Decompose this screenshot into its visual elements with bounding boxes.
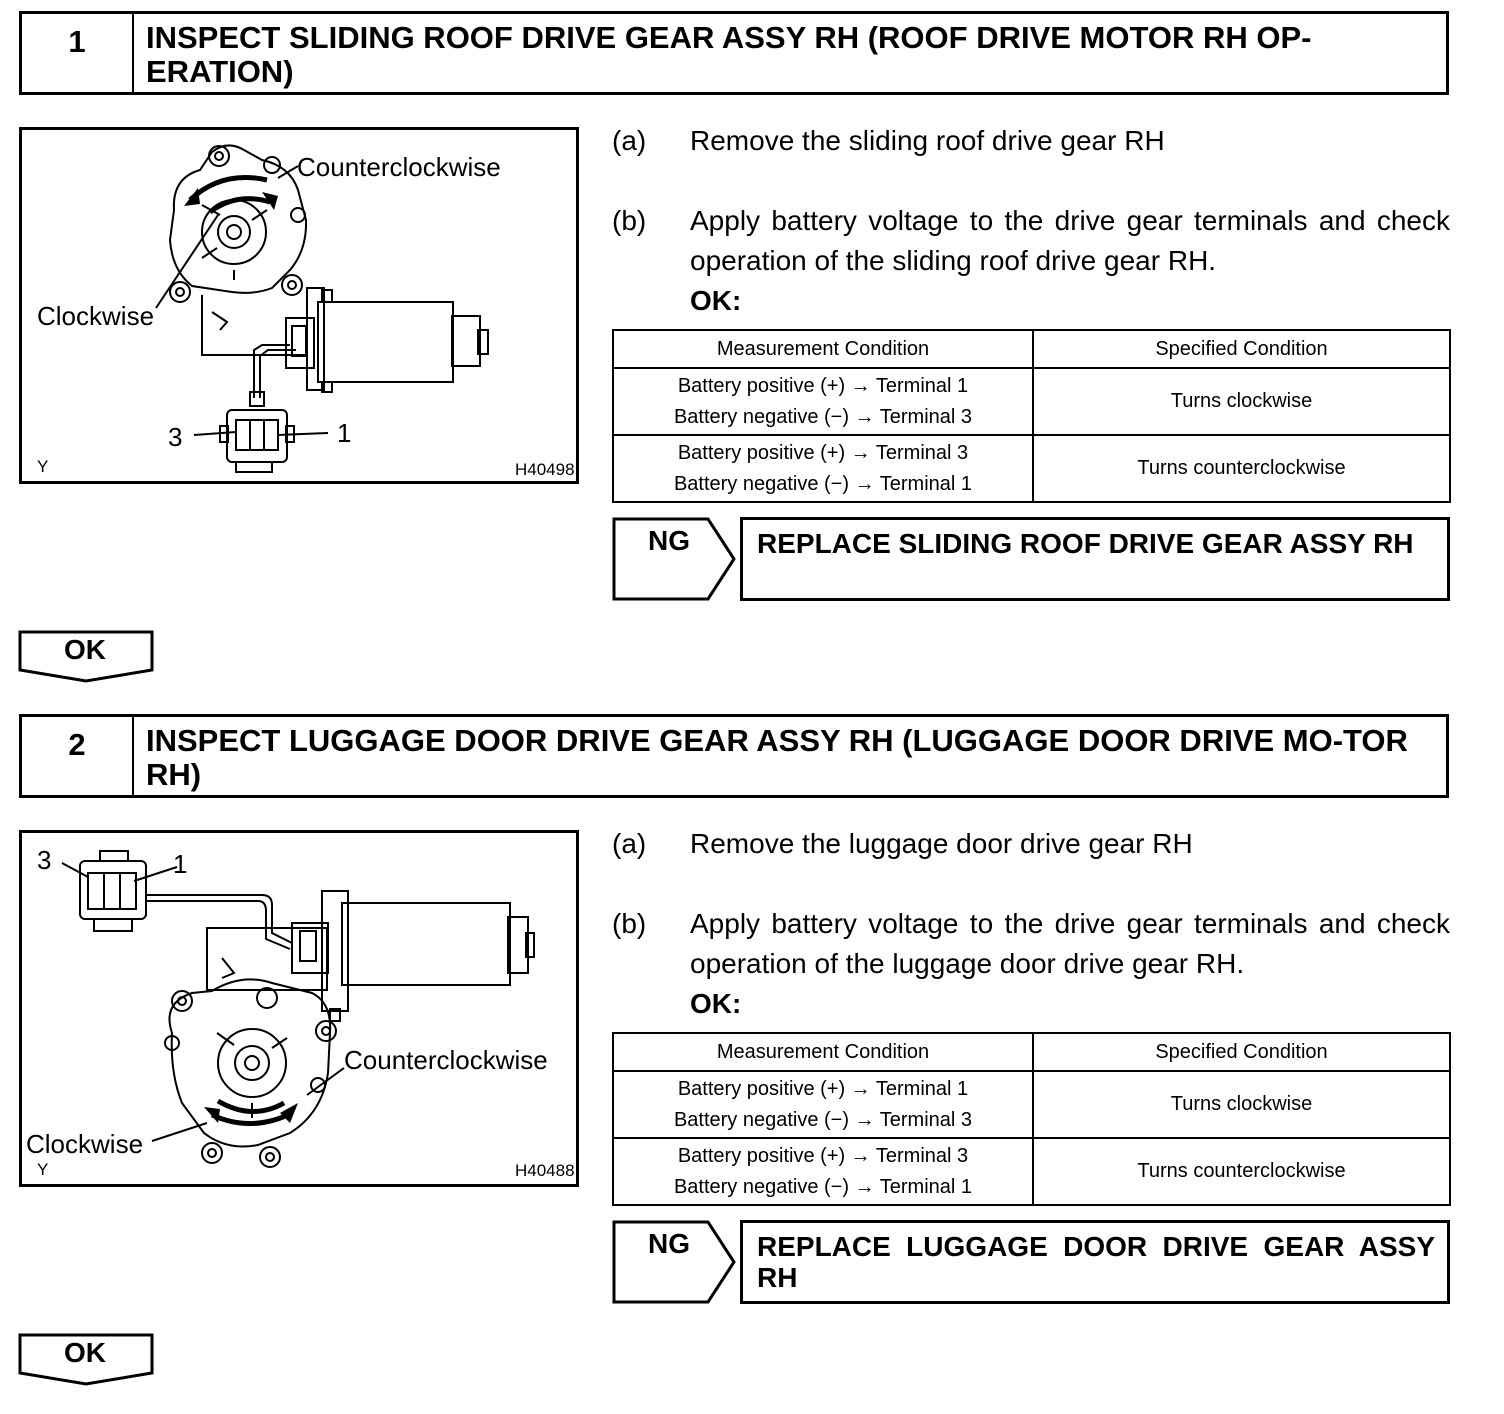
measurement-condition-cell: Battery positive (+) → Terminal 3 Batter… [612,434,1034,503]
specified-condition-cell: Turns counterclockwise [1032,1137,1451,1206]
specified-condition-cell: Turns clockwise [1032,367,1451,436]
item-a-text: Remove the luggage door drive gear RH [690,828,1193,859]
header-measurement-condition: Measurement Condition [612,329,1034,369]
step-1-header: 1 INSPECT SLIDING ROOF DRIVE GEAR ASSY R… [19,11,1449,95]
terminal-1-label: 1 [173,849,188,879]
step-1-ok-branch: OK [18,630,158,684]
condition-line: Battery positive (+) → Terminal 3 [677,441,969,464]
counterclockwise-label: Counterclockwise [344,1045,548,1075]
item-a-letter: (a) [612,125,647,156]
ng-action-text: REPLACE SLIDING ROOF DRIVE GEAR ASSY RH [740,517,1450,601]
step-2-ok-branch: OK [18,1333,158,1387]
measurement-condition-cell: Battery positive (+) → Terminal 1 Batter… [612,1070,1034,1139]
ng-arrow-icon [612,1220,736,1304]
condition-line: Battery positive (+) → Terminal 1 [677,1077,969,1100]
table-row: Battery positive (+) → Terminal 3 Batter… [612,434,1451,503]
ok-criteria-label: OK: [690,988,742,1019]
step-1-ng-branch: NG REPLACE SLIDING ROOF DRIVE GEAR ASSY … [612,517,1452,601]
table-row: Battery positive (+) → Terminal 1 Batter… [612,1070,1451,1139]
step-2-header: 2 INSPECT LUGGAGE DOOR DRIVE GEAR ASSY R… [19,714,1449,798]
terminal-1-label: 1 [337,418,352,448]
item-a-text: Remove the sliding roof drive gear RH [690,125,1165,156]
item-b-text: Apply battery voltage to the drive gear … [690,908,1450,979]
ok-arrow-icon [18,630,154,683]
measurement-condition-cell: Battery positive (+) → Terminal 3 Batter… [612,1137,1034,1206]
specified-condition-cell: Turns clockwise [1032,1070,1451,1139]
measurement-condition-cell: Battery positive (+) → Terminal 1 Batter… [612,367,1034,436]
condition-line: Battery negative (−) → Terminal 3 [673,405,973,428]
condition-line: Battery negative (−) → Terminal 3 [673,1108,973,1131]
specified-condition-cell: Turns counterclockwise [1032,434,1451,503]
ng-action-text: REPLACE LUGGAGE DOOR DRIVE GEAR ASSY RH [740,1220,1450,1304]
item-b-text: Apply battery voltage to the drive gear … [690,205,1450,276]
condition-line: Battery positive (+) → Terminal 1 [677,374,969,397]
ng-arrow-icon [612,517,736,601]
clockwise-label: Clockwise [37,301,155,331]
step-1-title: INSPECT SLIDING ROOF DRIVE GEAR ASSY RH … [146,20,1312,89]
figure-corner-code: Y [37,1160,49,1179]
condition-line: Battery positive (+) → Terminal 3 [677,1144,969,1167]
step-2-item-b: (b) Apply battery voltage to the drive g… [612,904,1450,984]
ok-criteria-label: OK: [690,285,742,316]
table-header-row: Measurement Condition Specified Conditio… [612,1032,1451,1072]
step-1-item-b: (b) Apply battery voltage to the drive g… [612,201,1450,281]
table-header-row: Measurement Condition Specified Conditio… [612,329,1451,369]
step-1-item-a: (a) Remove the sliding roof drive gear R… [612,121,1450,161]
counterclockwise-label: Counterclockwise [297,152,501,182]
figure-id: H40498 [515,460,575,479]
ng-label: NG [648,525,690,556]
luggage-door-drive-motor-illustration [61,850,535,1168]
terminal-3-label: 3 [168,422,183,452]
step-1-spec-table: Measurement Condition Specified Conditio… [612,329,1451,503]
terminal-3-label: 3 [37,845,52,875]
condition-line: Battery negative (−) → Terminal 1 [673,1175,973,1198]
ok-arrow-icon [18,1333,154,1386]
step-2-instructions: (a) Remove the luggage door drive gear R… [612,824,1450,1024]
step-2-figure: 3 1 Counterclockwise Clockwise Y H40488 [19,830,579,1187]
step-1-number: 1 [22,14,134,92]
clockwise-label: Clockwise [26,1129,144,1159]
header-specified-condition: Specified Condition [1032,1032,1451,1072]
figure-id: H40488 [515,1161,575,1180]
step-2-title: INSPECT LUGGAGE DOOR DRIVE GEAR ASSY RH … [146,723,1408,792]
header-specified-condition: Specified Condition [1032,329,1451,369]
figure-corner-code: Y [37,457,49,476]
ok-label: OK [64,634,106,665]
roof-drive-motor-illustration [155,144,489,473]
header-measurement-condition: Measurement Condition [612,1032,1034,1072]
table-row: Battery positive (+) → Terminal 1 Batter… [612,367,1451,436]
step-2-item-a: (a) Remove the luggage door drive gear R… [612,824,1450,864]
step-2-spec-table: Measurement Condition Specified Conditio… [612,1032,1451,1206]
table-row: Battery positive (+) → Terminal 3 Batter… [612,1137,1451,1206]
step-1-instructions: (a) Remove the sliding roof drive gear R… [612,121,1450,321]
step-1-figure: Counterclockwise Clockwise 3 1 Y H40498 [19,127,579,484]
item-a-letter: (a) [612,828,647,859]
condition-line: Battery negative (−) → Terminal 1 [673,472,973,495]
step-2-number: 2 [22,717,134,795]
item-b-letter: (b) [612,205,647,236]
step-2-ng-branch: NG REPLACE LUGGAGE DOOR DRIVE GEAR ASSY … [612,1220,1452,1304]
item-b-letter: (b) [612,908,647,939]
ok-label: OK [64,1337,106,1368]
ng-label: NG [648,1228,690,1259]
